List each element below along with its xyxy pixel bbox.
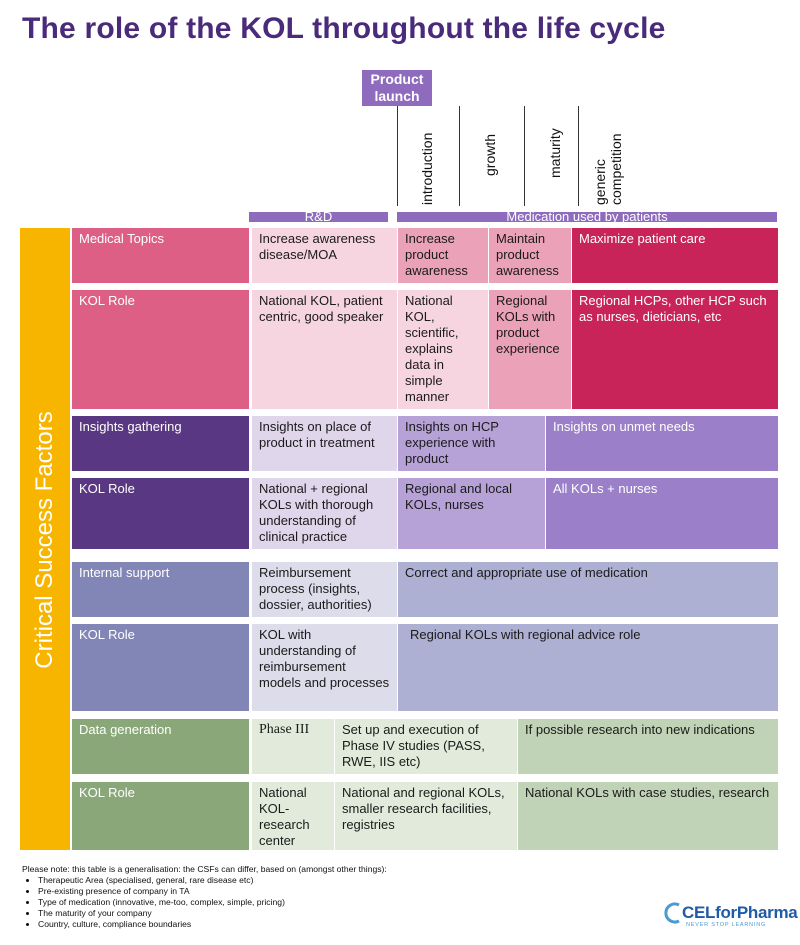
row-label-kol-role: KOL Role <box>72 782 249 850</box>
kol-role-maturity-cell: Regional HCPs, other HCP such as nurses,… <box>572 290 778 409</box>
kol-role-4-phase3-cell: National KOL-research center <box>252 782 334 850</box>
phase-label-growth: growth <box>482 133 498 176</box>
phase-divider <box>397 106 398 206</box>
kol-role-4-phase4-cell: National and regional KOLs, smaller rese… <box>335 782 517 850</box>
insights-maturity-cell: Insights on unmet needs <box>546 416 778 471</box>
medication-bar: Medication used by patients <box>397 210 777 223</box>
page-title: The role of the KOL throughout the life … <box>22 12 666 45</box>
kol-role-2-maturity-cell: All KOLs + nurses <box>546 478 778 549</box>
logo-tagline: NEVER STOP LEARNING <box>686 922 767 928</box>
row-label-internal-support: Internal support <box>72 562 249 617</box>
celforpharma-logo: CELforPharma NEVER STOP LEARNING <box>664 902 798 928</box>
footnote-intro: Please note: this table is a generalisat… <box>22 864 387 874</box>
phase-label-maturity: maturity <box>547 128 563 178</box>
kol-role-3-rd-cell: KOL with understanding of reimbursement … <box>252 624 397 711</box>
data-generation-phase3-cell: Phase III <box>252 719 334 774</box>
phase-label-generic-competition-wrap: generic competition <box>592 103 632 205</box>
footnote-item: Type of medication (innovative, me-too, … <box>38 897 387 908</box>
medical-topics-rd-cell: Increase awareness disease/MOA <box>252 228 397 283</box>
footnote-list: Therapeutic Area (specialised, general, … <box>22 875 387 930</box>
kol-role-growth-cell: Regional KOLs with product experience <box>489 290 571 409</box>
logo-name: CELforPharma <box>682 903 798 922</box>
footnote-item: Country, culture, compliance boundaries <box>38 919 387 930</box>
footnote: Please note: this table is a generalisat… <box>22 864 387 930</box>
critical-success-factors-bar <box>20 228 70 850</box>
kol-role-2-rd-cell: National + regional KOLs with thorough u… <box>252 478 397 549</box>
row-label-kol-role: KOL Role <box>72 624 249 711</box>
data-generation-research-cell: If possible research into new indication… <box>518 719 778 774</box>
row-label-insights-gathering: Insights gathering <box>72 416 249 471</box>
kol-role-rd-cell: National KOL, patient centric, good spea… <box>252 290 397 409</box>
internal-support-medication-cell: Correct and appropriate use of medicatio… <box>398 562 778 617</box>
row-label-kol-role: KOL Role <box>72 478 249 549</box>
medical-topics-maturity-cell: Maximize patient care <box>572 228 778 283</box>
kol-role-2-introduction-cell: Regional and local KOLs, nurses <box>398 478 545 549</box>
row-label-kol-role: KOL Role <box>72 290 249 409</box>
footnote-item: Therapeutic Area (specialised, general, … <box>38 875 387 886</box>
insights-introduction-cell: Insights on HCP experience with product <box>398 416 545 471</box>
footnote-item: The maturity of your company <box>38 908 387 919</box>
rd-bar: R&D <box>249 210 388 223</box>
phase-divider <box>524 106 525 206</box>
internal-support-rd-cell: Reimbursement process (insights, dossier… <box>252 562 397 617</box>
insights-rd-cell: Insights on place of product in treatmen… <box>252 416 397 471</box>
critical-success-factors-label: Critical Success Factors <box>31 411 58 669</box>
row-label-medical-topics: Medical Topics <box>72 228 249 283</box>
row-label-data-generation: Data generation <box>72 719 249 774</box>
footnote-item: Pre-existing presence of company in TA <box>38 886 387 897</box>
kol-role-4-research-cell: National KOLs with case studies, researc… <box>518 782 778 850</box>
product-launch-label: Product launch <box>362 70 432 106</box>
data-generation-phase4-cell: Set up and execution of Phase IV studies… <box>335 719 517 774</box>
phase-label-introduction: introduction <box>419 132 435 205</box>
kol-role-3-medication-cell: Regional KOLs with regional advice role <box>398 624 778 711</box>
kol-role-introduction-cell: National KOL, scientific, explains data … <box>398 290 488 409</box>
medical-topics-growth-cell: Maintain product awareness <box>489 228 571 283</box>
phase-divider <box>578 106 579 206</box>
phase-divider <box>459 106 460 206</box>
medical-topics-introduction-cell: Increase product awareness <box>398 228 488 283</box>
logo-mark-icon <box>664 902 680 924</box>
phase-label-generic-competition: generic competition <box>592 133 624 205</box>
